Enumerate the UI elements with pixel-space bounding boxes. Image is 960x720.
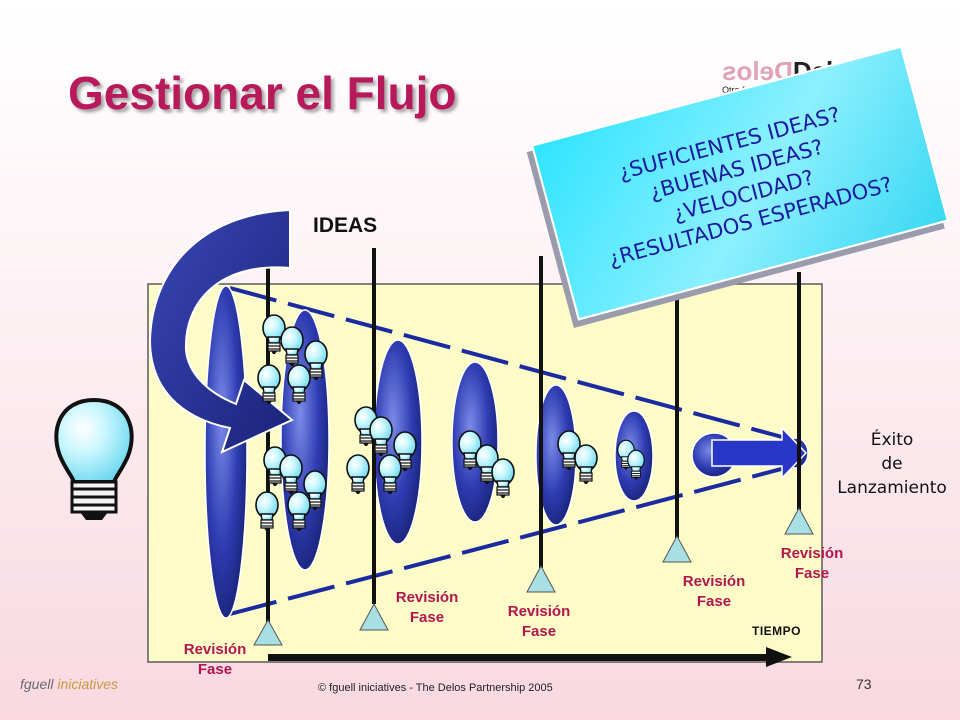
review-label-4: Revisión Fase: [682, 573, 746, 610]
footer-brand: fguell iniciatives: [20, 676, 119, 692]
time-arrow-icon: [268, 647, 792, 667]
success-label: Éxito de Lanzamiento: [837, 430, 947, 498]
success-arrow-icon: [711, 426, 808, 480]
copyright-text: © fguell iniciatives - The Delos Partner…: [318, 682, 553, 694]
funnel-bottom-edge: [229, 460, 809, 616]
ideas-label: IDEAS: [313, 214, 378, 237]
review-label-2: Revisión Fase: [395, 589, 459, 626]
triangle-marker-icon: [359, 602, 389, 631]
stage-ellipse-1: [204, 285, 248, 619]
triangle-marker-icon: [526, 564, 556, 593]
page-number: 73: [856, 676, 872, 692]
review-label-1: Revisión Fase: [183, 641, 247, 678]
funnel-top-edge: [229, 286, 809, 446]
review-label-3: Revisión Fase: [507, 603, 571, 640]
curved-arrow-icon: [148, 208, 294, 454]
page-title: Gestionar el Flujo: [68, 67, 457, 119]
review-label-5: Revisión Fase: [780, 545, 844, 582]
triangle-marker-icon: [253, 618, 283, 646]
triangle-marker-icon: [662, 534, 692, 563]
time-label: TIEMPO: [752, 624, 802, 638]
triangle-marker-icon: [784, 506, 814, 535]
lightbulb-icon: [54, 397, 134, 520]
